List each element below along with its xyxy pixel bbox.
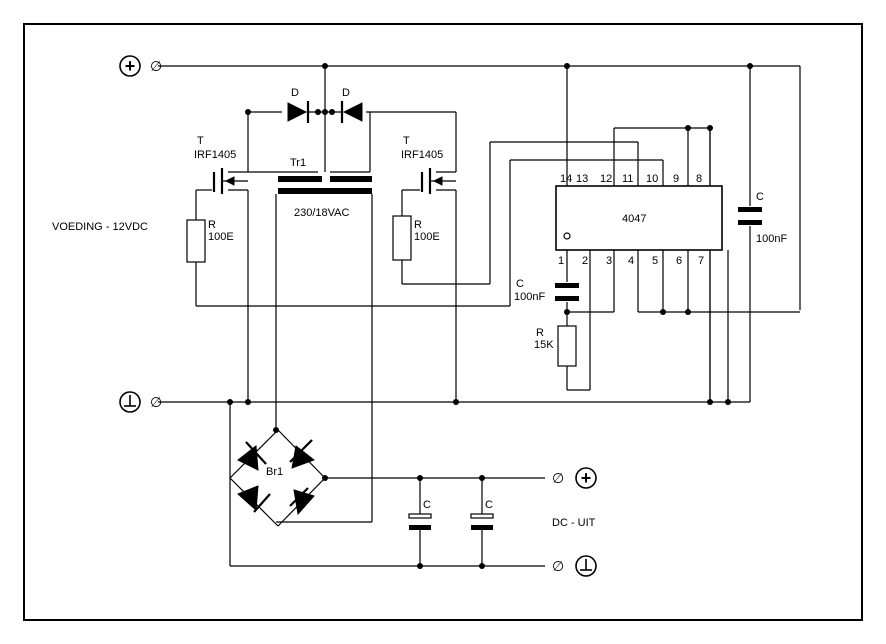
ic-pin-label: 9 xyxy=(673,173,679,185)
open-terminal-symbol: ∅ xyxy=(552,471,564,487)
diode-right: D xyxy=(340,87,363,123)
resistor-left-letter: R xyxy=(208,219,216,231)
terminal-output-ground: ∅ xyxy=(552,555,597,577)
terminal-supply-plus: + ∅ xyxy=(119,55,162,77)
ic-pin1-marker xyxy=(563,232,571,240)
ic-pin-labels-bottom: 1 2 3 4 5 6 7 xyxy=(558,255,704,267)
ic-name: 4047 xyxy=(622,213,646,225)
mosfet-left: T IRF1405 xyxy=(194,135,248,194)
open-terminal-symbol: ∅ xyxy=(150,395,162,411)
transformer-rating: 230/18VAC xyxy=(294,207,350,219)
transformer: Tr1 230/18VAC xyxy=(278,157,372,219)
mosfet-left-type: IRF1405 xyxy=(194,149,236,161)
ic-pin-label: 11 xyxy=(622,173,633,185)
diode-right-label: D xyxy=(342,87,350,99)
resistor-timing-letter: R xyxy=(536,327,544,339)
resistor-timing: R 15K xyxy=(534,325,577,367)
resistor-right-letter: R xyxy=(414,219,422,231)
diagram-frame xyxy=(23,23,863,621)
capacitor-timing-value: 100nF xyxy=(514,291,545,303)
resistor-right-value: 100E xyxy=(414,231,440,243)
wires xyxy=(158,65,801,567)
open-terminal-symbol: ∅ xyxy=(150,59,162,75)
mosfet-right: T IRF1405 xyxy=(401,135,456,194)
resistor-left: R 100E xyxy=(186,219,234,263)
ic-pin-label: 6 xyxy=(676,255,682,267)
junction-dots xyxy=(227,63,753,569)
capacitor-decouple: C 100nF xyxy=(738,191,787,245)
ic-pin-label: 1 xyxy=(558,255,564,267)
capacitor-decouple-letter: C xyxy=(756,191,764,203)
ic-pin-label: 3 xyxy=(606,255,612,267)
plus-sign: + xyxy=(581,468,592,488)
open-terminal-symbol: ∅ xyxy=(552,559,564,575)
mosfet-right-type: IRF1405 xyxy=(401,149,443,161)
terminal-supply-ground: ∅ xyxy=(119,391,162,413)
terminal-output-plus: + ∅ xyxy=(552,467,597,489)
ic-pin-label: 5 xyxy=(652,255,658,267)
ic-pin-label: 7 xyxy=(698,255,704,267)
supply-label: VOEDING - 12VDC xyxy=(52,221,148,233)
transformer-name: Tr1 xyxy=(290,157,306,169)
mosfet-right-letter: T xyxy=(403,135,410,147)
capacitor-out-1-letter: C xyxy=(423,499,431,511)
bridge-rectifier: Br1 xyxy=(229,429,326,527)
plus-sign: + xyxy=(125,56,136,76)
resistor-left-value: 100E xyxy=(208,231,234,243)
resistor-timing-value: 15K xyxy=(534,339,554,351)
ic-pin-label: 10 xyxy=(646,173,658,185)
diode-left-label: D xyxy=(291,87,299,99)
capacitor-out-2: C xyxy=(470,499,494,530)
diode-left: D xyxy=(287,87,342,123)
ic-pin-label: 14 xyxy=(560,173,572,185)
ic-pin-label: 2 xyxy=(582,255,588,267)
capacitor-timing-letter: C xyxy=(516,278,524,290)
ic-4047: 4047 14 13 12 11 10 9 8 1 2 3 4 5 6 7 xyxy=(555,173,723,267)
bridge-label: Br1 xyxy=(266,466,283,478)
capacitor-out-2-letter: C xyxy=(485,499,493,511)
ic-pin-labels-top: 14 13 12 11 10 9 8 xyxy=(560,173,702,185)
capacitor-out-1: C xyxy=(408,499,432,530)
ic-pin-label: 12 xyxy=(600,173,612,185)
ic-pin-label: 8 xyxy=(696,173,702,185)
capacitor-timing: C 100nF xyxy=(514,278,579,303)
capacitor-decouple-value: 100nF xyxy=(756,233,787,245)
resistor-right: R 100E xyxy=(392,215,440,261)
ic-pin-label: 13 xyxy=(576,173,588,185)
ic-pin-label: 4 xyxy=(628,255,634,267)
dc-out-label: DC - UIT xyxy=(552,517,596,529)
mosfet-left-letter: T xyxy=(197,135,204,147)
